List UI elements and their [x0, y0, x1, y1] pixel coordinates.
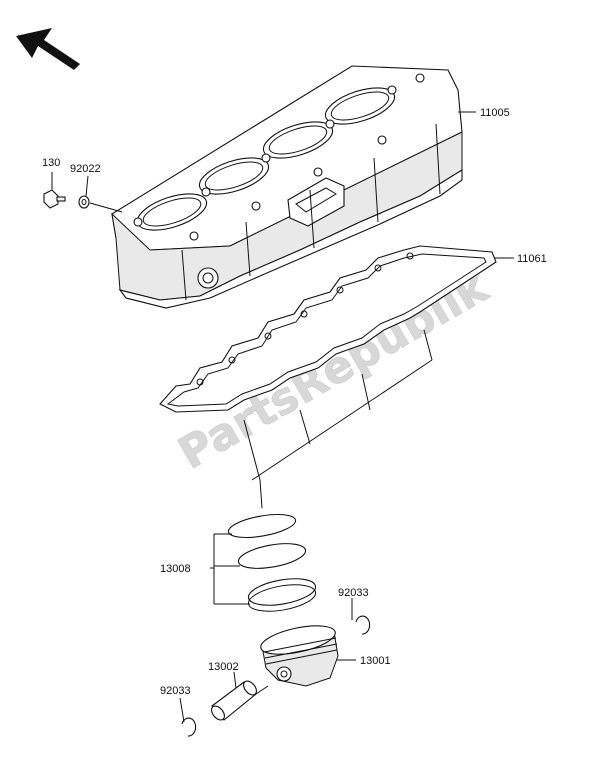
washer-92022[interactable] [78, 195, 90, 209]
callout-13008: 13008 [160, 563, 191, 575]
explode-leaders [243, 329, 433, 509]
head-gasket[interactable] [159, 245, 497, 413]
front-arrow-icon [16, 28, 80, 70]
piston[interactable] [258, 620, 339, 687]
bolt-130[interactable] [43, 189, 66, 209]
callout-13001: 13001 [360, 655, 391, 667]
callout-13002: 13002 [208, 661, 239, 673]
cylinder-block[interactable] [111, 65, 463, 309]
callout-130: 130 [42, 157, 60, 169]
bolt-washer-leaders [51, 172, 123, 213]
pin-leader [233, 671, 269, 695]
callout-92033-left: 92033 [160, 685, 191, 697]
ring-bracket [210, 533, 250, 605]
callout-11061: 11061 [517, 253, 547, 265]
circlip-right[interactable] [355, 615, 371, 635]
piston-ring-set[interactable] [227, 510, 318, 615]
callout-92022: 92022 [70, 163, 101, 175]
circlip-left[interactable] [181, 717, 197, 737]
callout-92033-right: 92033 [338, 587, 369, 599]
circlip-left-leader [179, 697, 185, 723]
piston-pin[interactable] [209, 679, 259, 723]
callout-11005: 11005 [480, 107, 510, 119]
